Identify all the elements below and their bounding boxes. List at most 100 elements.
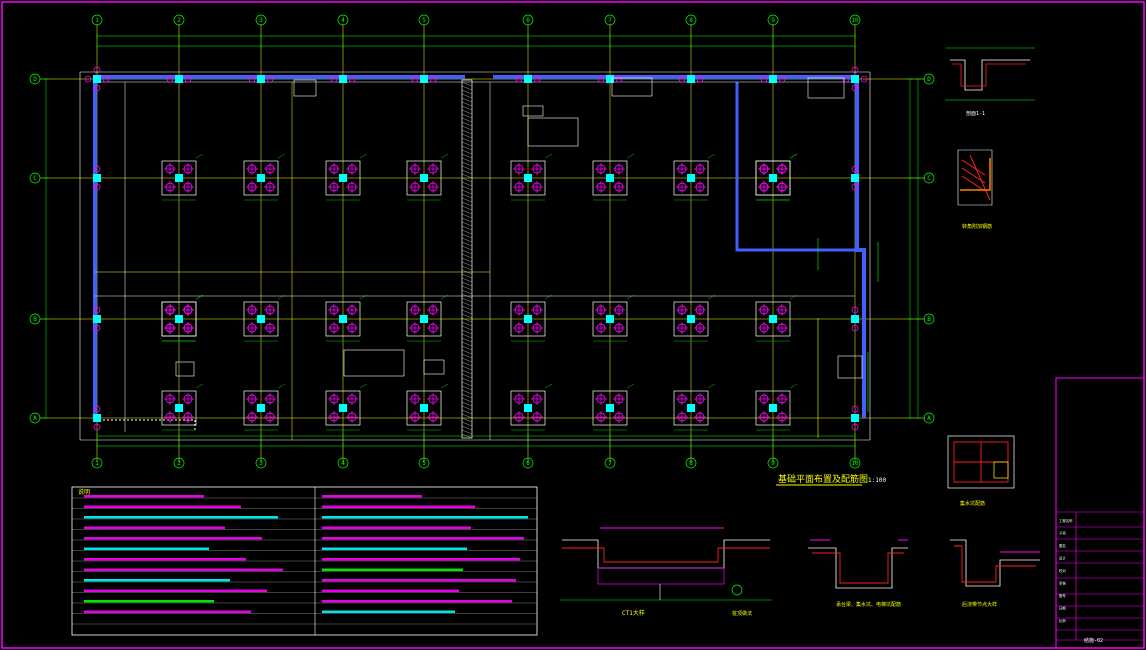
column [339, 404, 347, 412]
hatch [461, 125, 473, 131]
note-text-line [322, 516, 528, 519]
pile-cap [673, 301, 709, 337]
detail-title-6: 承台梁、集水坑、电梯坑配筋 [836, 601, 901, 608]
hatch [461, 329, 473, 335]
wall-column [687, 75, 695, 83]
hatch [461, 389, 473, 395]
axis-bubble [29, 73, 41, 85]
pile-cap [510, 160, 546, 196]
wall-column [769, 75, 777, 83]
note-text-line [322, 526, 471, 529]
title-block-label: 工程名称 [1059, 518, 1073, 523]
pile-cap [161, 301, 197, 337]
pile-cap [510, 390, 546, 426]
axis-label: 2 [177, 17, 181, 24]
hatch [461, 313, 473, 319]
hatch [461, 353, 473, 359]
leader [359, 153, 368, 159]
pile-cap [755, 390, 791, 426]
hatch [461, 217, 473, 223]
detail-views [560, 47, 1040, 601]
detail-title-5: 桩顶做法 [732, 610, 752, 617]
wall-column [524, 75, 532, 83]
wall-column [257, 75, 265, 83]
detail-4-pile [597, 567, 725, 585]
hatch [461, 101, 473, 107]
hatch [461, 165, 473, 171]
hatch [461, 409, 473, 415]
hatch [461, 149, 473, 155]
column [769, 174, 777, 182]
pile-cap [243, 301, 279, 337]
leader [440, 294, 449, 300]
note-text-line [322, 505, 475, 508]
axis-label: 4 [341, 17, 345, 24]
axis-bubble [29, 313, 41, 325]
hatch [461, 105, 473, 111]
note-text-line [322, 558, 520, 561]
wall-pile [411, 75, 419, 83]
axis-label: C [33, 175, 37, 182]
wall-stair [735, 82, 860, 252]
pile-cap [243, 160, 279, 196]
leader [789, 153, 798, 159]
hatch [461, 369, 473, 375]
hatch [461, 109, 473, 115]
axis-label: 7 [608, 460, 612, 467]
hatch [461, 277, 473, 283]
leader [789, 383, 798, 389]
wall-column [851, 414, 859, 422]
notes-heading: 说明 [78, 488, 90, 496]
hatch [461, 401, 473, 407]
detail-2-bar [960, 158, 991, 191]
column [769, 315, 777, 323]
detail-3-outline [947, 435, 1015, 489]
leader [544, 153, 553, 159]
wall-dashed [95, 419, 196, 432]
column [606, 174, 614, 182]
hatch [461, 341, 473, 347]
hatch [461, 213, 473, 219]
hatch [461, 233, 473, 239]
hatch [461, 113, 473, 119]
detail-7-outline [950, 539, 1040, 587]
hatch [461, 205, 473, 211]
hatch [461, 85, 473, 91]
detail-2-rebar [961, 154, 991, 201]
hatch [461, 425, 473, 431]
axis-bubble [923, 313, 935, 325]
wall-pile [760, 75, 768, 83]
wall-pile [93, 66, 101, 74]
detail-3-box [993, 461, 1009, 479]
hatch [461, 357, 473, 363]
axis-bubble [418, 14, 430, 26]
note-text-line [84, 537, 262, 540]
axis-bubble [91, 14, 103, 26]
hatch [461, 257, 473, 263]
wall-pile [851, 423, 859, 431]
note-text-line [84, 547, 209, 550]
column [257, 174, 265, 182]
notes-table [71, 486, 538, 636]
wall-pile [851, 405, 859, 413]
axis-label: 3 [259, 460, 263, 467]
note-text-line [322, 495, 422, 498]
hatch [461, 193, 473, 199]
wall-pile [102, 75, 110, 83]
wall-column [93, 75, 101, 83]
detail-4-outline [562, 539, 770, 569]
leader [626, 383, 635, 389]
note-text-line [84, 505, 241, 508]
wall-pile [93, 84, 101, 92]
leader [626, 153, 635, 159]
axis-label: 9 [771, 17, 775, 24]
title-block-label: 校对 [1059, 568, 1066, 573]
hatch [461, 89, 473, 95]
hatch [461, 321, 473, 327]
column [687, 315, 695, 323]
title-block-label: 日期 [1059, 606, 1066, 611]
axis-bubble [418, 457, 430, 469]
column [339, 315, 347, 323]
